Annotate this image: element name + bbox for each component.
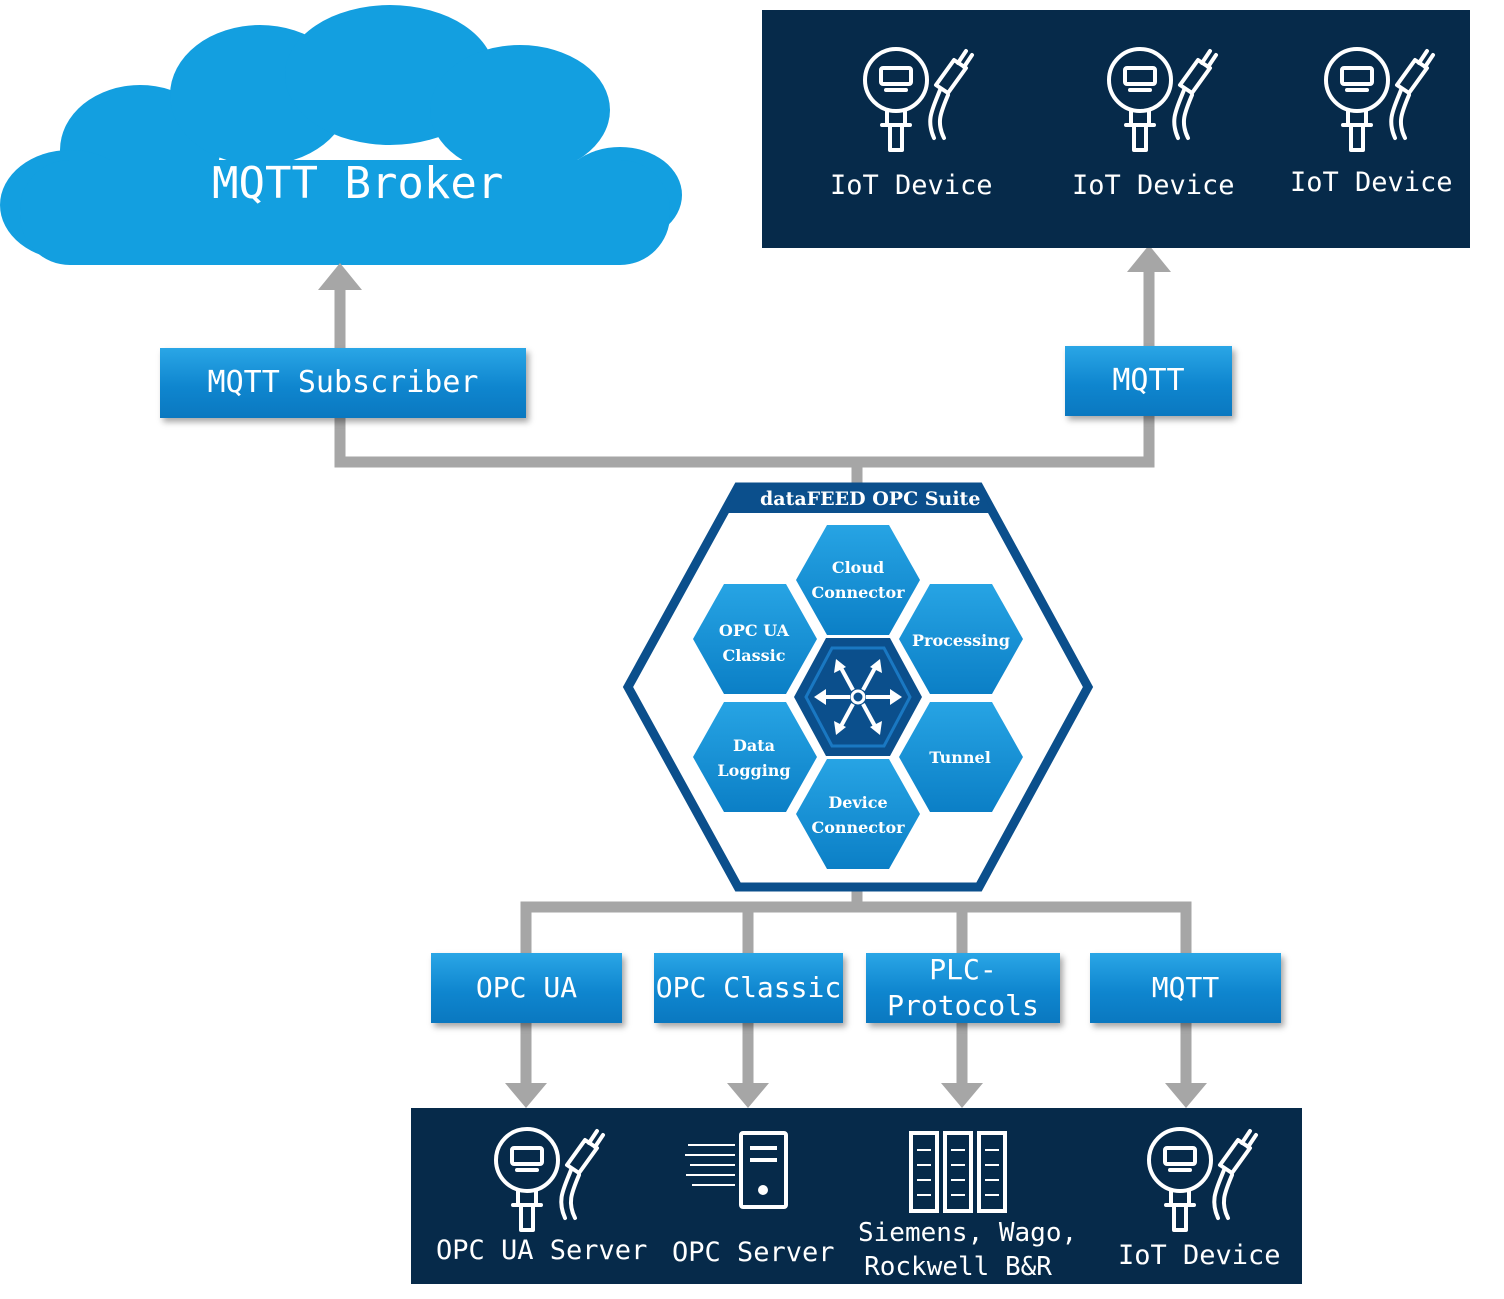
mqtt-subscriber-label: MQTT Subscriber (207, 365, 479, 400)
top-device-panel (762, 10, 1470, 248)
mqtt-upper-box: MQTT (1065, 346, 1232, 416)
opc-classic-module-label: OPC UA Classic (718, 621, 790, 665)
plc-protocols-box: PLC- Protocols (866, 953, 1060, 1023)
opc-classic-box: OPC Classic (654, 953, 843, 1023)
distribution-arrows-icon (814, 659, 902, 735)
opc-server-label: OPC Server (672, 1237, 835, 1268)
hex-processing (899, 584, 1023, 694)
hex-data-logging (693, 702, 817, 812)
mqtt-lower-label: MQTT (1151, 971, 1220, 1004)
top-iot-device-label-1: IoT Device (830, 170, 993, 201)
arrowheads (318, 245, 1207, 1108)
hex-opc-classic (693, 584, 817, 694)
hex-cloud-connector (796, 525, 920, 635)
plc-protocols-label: PLC- Protocols (887, 953, 1039, 1022)
processing-label: Processing (912, 631, 1010, 650)
opc-ua-server-label: OPC UA Server (436, 1235, 648, 1266)
top-iot-device-label-3: IoT Device (1290, 167, 1453, 198)
opc-ua-box: OPC UA (431, 953, 622, 1023)
mqtt-broker-title: MQTT Broker (212, 158, 504, 209)
tunnel-label: Tunnel (929, 748, 991, 767)
mqtt-lower-box: MQTT (1090, 953, 1281, 1023)
suite-title: dataFEED OPC Suite (760, 488, 981, 510)
top-iot-device-label-2: IoT Device (1072, 170, 1235, 201)
plc-vendors-label: Siemens, Wago, Rockwell B&R (858, 1218, 1078, 1282)
mqtt-upper-label: MQTT (1112, 363, 1185, 398)
hex-device-connector (796, 759, 920, 869)
opc-ua-label: OPC UA (475, 971, 578, 1004)
cloud-connector-label: Cloud Connector (811, 558, 905, 602)
cloud-shape (0, 5, 682, 265)
mqtt-subscriber-box: MQTT Subscriber (160, 348, 526, 418)
data-logging-label: Data Logging (717, 736, 791, 780)
device-connector-label: Device Connector (811, 793, 905, 837)
suite-hexagon (622, 482, 1094, 892)
hex-tunnel (899, 702, 1023, 812)
bottom-iot-device-label: IoT Device (1118, 1240, 1281, 1271)
opc-classic-label: OPC Classic (655, 971, 842, 1004)
